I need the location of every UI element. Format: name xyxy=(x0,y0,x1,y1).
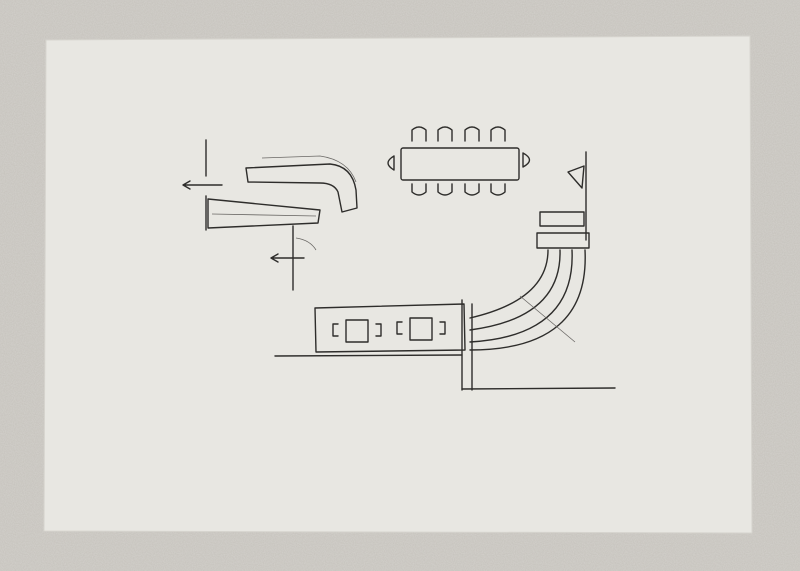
section-marker-left xyxy=(182,139,223,190)
long-bench-elevation xyxy=(274,299,616,391)
l-shaped-bench xyxy=(245,155,358,213)
bench-elevation xyxy=(205,195,321,291)
dining-table xyxy=(387,126,531,196)
paper-sheet xyxy=(43,35,753,534)
section-marker-right xyxy=(567,151,587,241)
chairs-top xyxy=(411,126,506,142)
curved-bench xyxy=(469,211,590,351)
chairs-bottom xyxy=(411,183,506,196)
